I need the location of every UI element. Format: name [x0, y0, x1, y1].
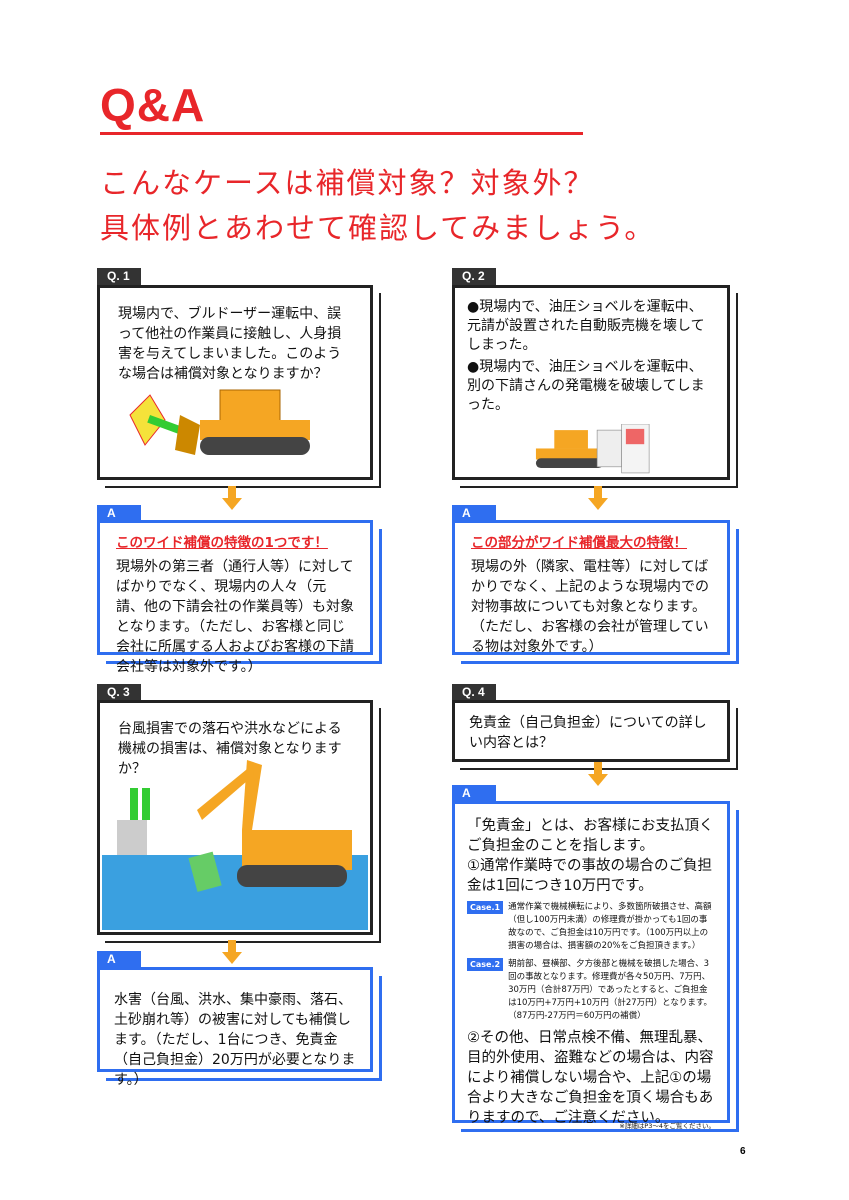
case-2-badge: Case.2 [467, 958, 504, 971]
a4-case-2: Case.2 朝前部、昼横部、夕方後部と機械を破損した場合、3回の事故となります。… [467, 958, 715, 1023]
q4-text: 免責金（自己負担金）についての詳しい内容とは？ [469, 715, 707, 751]
q2-box: ●現場内で、油圧ショベルを運転中、元請が設置された自動販売機を壊してしまった。 … [452, 285, 730, 480]
subtitle-line-2: 具体例とあわせて確認してみましょう。 [100, 211, 656, 245]
case-1-text: 通常作業で機械横転により、多数箇所破損させ、高額（但し100万円未満）の修理費が… [508, 902, 712, 951]
a4-point-1: ①通常作業時での事故の場合のご負担金は1回につき10万円です。 [467, 858, 712, 894]
case-2-text: 朝前部、昼横部、夕方後部と機械を破損した場合、3回の事故となります。修理費が各々… [508, 959, 713, 1021]
q2-item-1: ●現場内で、油圧ショベルを運転中、元請が設置された自動販売機を壊してしまった。 [467, 299, 705, 353]
a2-text: 現場の外（隣家、電柱等）に対してばかりでなく、上記のような現場内での対物事故につ… [471, 559, 709, 655]
a4-box: 「免責金」とは、お客様にお支払頂くご負担金のことを指します。 ①通常作業時での事… [452, 801, 730, 1130]
q2-item-2: ●現場内で、油圧ショベルを運転中、別の下請さんの発電機を破壊してしまった。 [467, 359, 705, 413]
q1-text: 現場内で、ブルドーザー運転中、誤って他社の作業員に接触し、人身損害を与えてしまい… [118, 306, 342, 382]
q4-tab: Q. 4 [452, 684, 496, 701]
q1-tab: Q. 1 [97, 268, 141, 285]
case-1-badge: Case.1 [467, 901, 504, 914]
a1-lead: このワイド補償の特徴の1つです！ [116, 535, 328, 551]
a4-intro: 「免責金」とは、お客様にお支払頂くご負担金のことを指します。 [467, 818, 714, 854]
a3-text: 水害（台風、洪水、集中豪雨、落石、土砂崩れ等）の被害に対しても補償します。（ただ… [114, 992, 356, 1088]
a1-box: このワイド補償の特徴の1つです！ 現場外の第三者（通行人等）に対してばかりでなく… [97, 520, 373, 675]
q3-text: 台風損害での落石や洪水などによる機械の損害は、補償対象となりますか？ [118, 721, 342, 777]
a1-text: 現場外の第三者（通行人等）に対してばかりでなく、現場内の人々（元請、他の下請会社… [116, 559, 354, 675]
page-number: 6 [740, 1146, 746, 1157]
a4-note: ※詳細はP3～4をご覧ください。 [619, 1122, 715, 1130]
q2-tab: Q. 2 [452, 268, 496, 285]
q4-box: 免責金（自己負担金）についての詳しい内容とは？ [452, 700, 730, 762]
a1-tab: A [97, 505, 141, 522]
q3-tab: Q. 3 [97, 684, 141, 701]
bulldozer-illustration [129, 389, 310, 455]
a3-box: 水害（台風、洪水、集中豪雨、落石、土砂崩れ等）の被害に対しても補償します。（ただ… [97, 967, 373, 1088]
a2-lead: この部分がワイド補償最大の特徴！ [471, 535, 687, 551]
page-title: Q&A [100, 79, 206, 131]
a2-box: この部分がワイド補償最大の特徴！ 現場の外（隣家、電柱等）に対してばかりでなく、… [452, 520, 730, 655]
subtitle-line-1: こんなケースは補償対象？対象外？ [100, 166, 595, 200]
excavator-vending-illustration [535, 424, 650, 474]
a4-point-2: ②その他、日常点検不備、無理乱暴、目的外使用、盗難などの場合は、内容により補償し… [467, 1030, 714, 1126]
a2-tab: A [452, 505, 496, 522]
a3-tab: A [97, 951, 141, 968]
flood-excavator-illustration [102, 760, 368, 930]
a4-tab: A [452, 785, 496, 802]
a4-case-1: Case.1 通常作業で機械横転により、多数箇所破損させ、高額（但し100万円未満… [467, 901, 715, 953]
title-rule [100, 132, 583, 135]
